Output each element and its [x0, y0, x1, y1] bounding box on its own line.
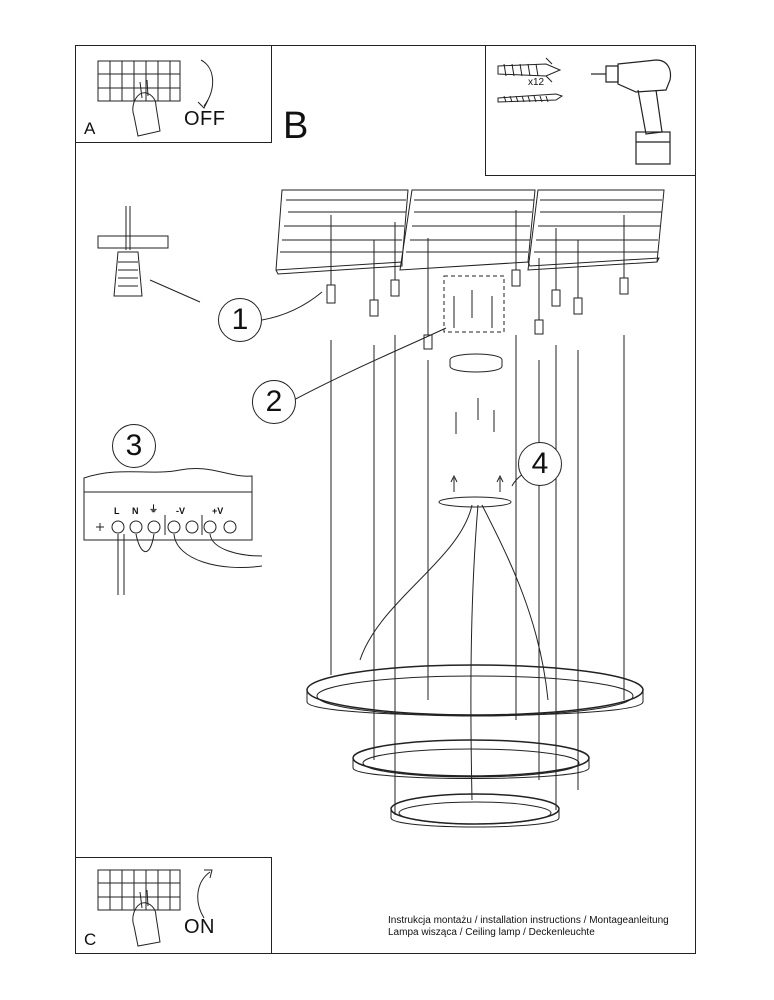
callout-4: 4 — [518, 442, 562, 486]
terminal-block — [83, 468, 263, 595]
caption-line-2: Lampa wisząca / Ceiling lamp / Deckenleu… — [388, 927, 595, 938]
step-a-action: OFF — [184, 108, 226, 130]
terminal-label-n: N — [132, 506, 139, 516]
ceiling-plate-middle — [399, 189, 536, 271]
screw-icon — [497, 93, 564, 103]
callout-2: 2 — [252, 380, 296, 424]
step-c-action: ON — [184, 916, 215, 938]
caption-line-1: Instrukcja montażu / installation instru… — [388, 915, 669, 926]
tools-panel: x12 — [485, 45, 696, 176]
instruction-sheet-frame — [75, 45, 696, 954]
canopy — [449, 353, 503, 373]
caption: Instrukcja montażu / installation instru… — [388, 915, 669, 939]
ring-large — [306, 664, 644, 716]
breaker-switch-on-icon — [97, 869, 213, 947]
tools-illustration — [497, 57, 672, 165]
power-drill-icon — [591, 59, 672, 165]
ceiling-cover — [438, 496, 512, 508]
terminal-label-earth: ⏚ — [149, 504, 159, 514]
anchor-quantity: x12 — [528, 77, 545, 88]
breaker-switch-off-icon — [97, 59, 214, 137]
step-b-letter: B — [283, 105, 309, 147]
callout-1: 1 — [218, 298, 262, 342]
step-a-letter: A — [84, 119, 96, 138]
wall-anchor-icon — [497, 57, 562, 83]
terminal-label-minus-v: -V — [176, 506, 185, 516]
ceiling-plate-left — [275, 189, 409, 271]
ceiling-plate-right — [527, 189, 665, 271]
terminal-label-l: L — [114, 506, 120, 516]
step-c-panel: C ON — [75, 857, 272, 954]
callout-3: 3 — [112, 424, 156, 468]
step-a-panel: A OFF — [75, 45, 272, 143]
terminal-label-plus-v: +V — [212, 506, 224, 516]
step-c-letter: C — [84, 930, 97, 949]
anchor-detail — [97, 206, 169, 297]
